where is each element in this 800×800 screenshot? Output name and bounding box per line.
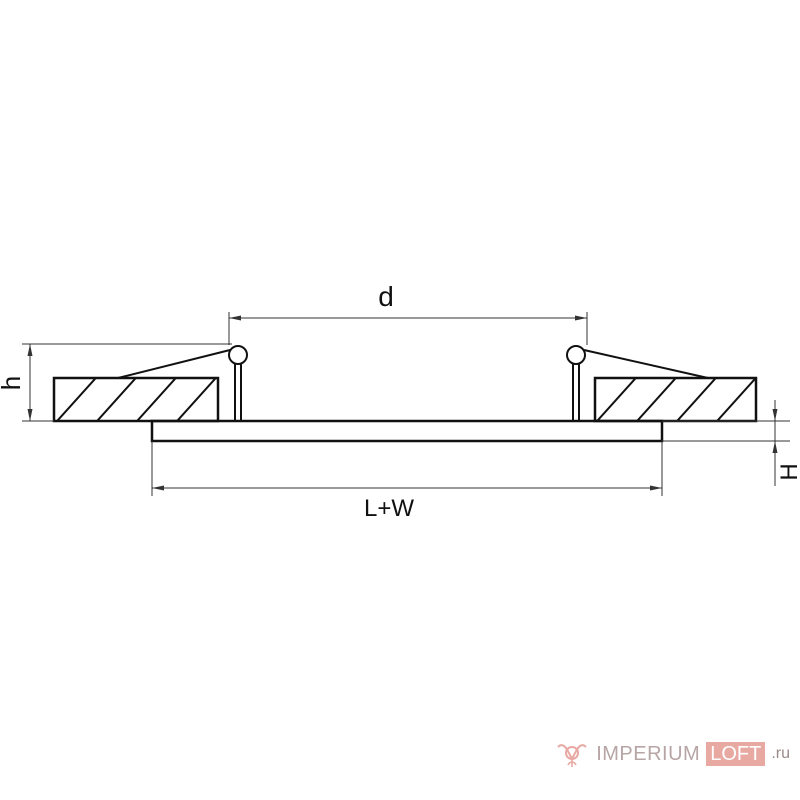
watermark-suffix: .ru	[771, 745, 790, 762]
dimension-label-d: d	[378, 281, 394, 312]
watermark-brand-box: LOFT	[706, 742, 766, 766]
ceiling-section-left	[52, 376, 220, 423]
watermark-brand-name: IMPERIUM	[596, 742, 701, 765]
dimension-label-H: H	[776, 463, 800, 480]
dimension-d: d	[228, 281, 588, 345]
watermark: IMPERIUM LOFT .ru	[554, 738, 790, 770]
dimension-label-h: h	[0, 376, 26, 390]
dimension-h: h	[0, 343, 232, 422]
dimension-lw: L+W	[151, 441, 663, 522]
dimension-H: H	[662, 400, 800, 486]
dimension-label-lw: L+W	[364, 495, 414, 522]
fixture-panel	[150, 419, 664, 443]
spring-clip-right	[566, 345, 709, 421]
spring-clip-left	[117, 345, 248, 421]
ceiling-section-right	[593, 376, 758, 423]
rose-logo-icon	[557, 744, 587, 767]
